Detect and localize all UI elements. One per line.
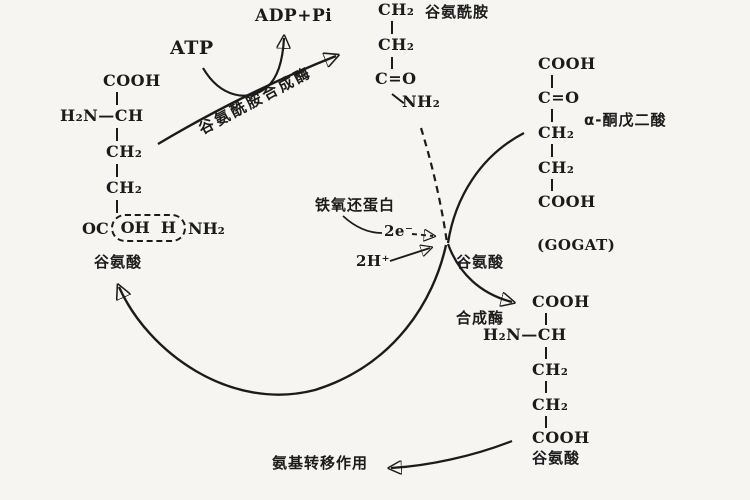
formula-ch2: CH₂ (538, 123, 575, 142)
glutamate-right-structure: COOH H₂N—CH CH₂ CH₂ COOH 谷氨酸 (483, 292, 643, 473)
formula-cooh: COOH (538, 192, 596, 211)
formula-nh2: NH₂ (187, 218, 225, 238)
arrow-protons (389, 248, 430, 262)
ketoglutarate-label: α-酮戊二酸 (584, 111, 667, 129)
formula-h2n-ch: H₂N—CH (60, 106, 144, 125)
bond (116, 164, 118, 177)
atp-label: ATP (170, 37, 214, 59)
bond (551, 144, 553, 157)
bond (116, 128, 118, 141)
formula-cooh: COOH (103, 71, 161, 90)
electrons-label: 2e⁻ (384, 222, 414, 240)
bond (391, 21, 393, 34)
formula-ch2: CH₂ (106, 178, 143, 197)
bond (545, 347, 547, 359)
bond (545, 381, 547, 393)
ferredoxin-label: 铁氧还蛋白 (315, 196, 396, 214)
dashed-oval-oh-h: OH H (110, 214, 186, 242)
bond (391, 57, 393, 69)
bond (116, 200, 118, 213)
formula-ch2: CH₂ (106, 142, 143, 161)
bond (545, 313, 547, 325)
formula-ch2: CH₂ (538, 158, 575, 177)
protons-label: 2H⁺ (356, 252, 391, 270)
ketoglutarate-structure: COOH C=O CH₂ CH₂ COOH α-酮戊二酸 (536, 54, 726, 220)
glutamine-label: 谷氨酰胺 (425, 3, 490, 21)
formula-ch2: CH₂ (378, 0, 415, 19)
glutamine-structure: CH₂ 谷氨酰胺 CH₂ C=O NH₂ (372, 0, 532, 121)
formula-c-double-o: C=O (375, 69, 417, 88)
bond (551, 109, 553, 122)
formula-cooh: COOH (538, 54, 596, 73)
bond (551, 179, 553, 191)
formula-ch2: CH₂ (378, 35, 415, 54)
formula-h2n-ch: H₂N—CH (483, 325, 567, 344)
glutamate-right-label: 谷氨酸 (532, 449, 581, 467)
dashed-arrow-electrons (411, 234, 433, 236)
glutamate-left-structure: COOH H₂N—CH CH₂ CH₂ OC OH H NH₂ 谷氨酸 (60, 71, 250, 282)
formula-ch2: CH₂ (532, 395, 569, 414)
bond (551, 75, 553, 88)
gogat-label: (GOGAT) (537, 236, 616, 254)
transamination-label: 氨基转移作用 (272, 454, 369, 472)
formula-oc: OC (82, 218, 109, 238)
formula-ch2: CH₂ (532, 360, 569, 379)
line-ferredoxin-to-electrons (342, 215, 383, 234)
glutamate-synthase-line2: 合成酶 (456, 308, 505, 327)
bond (545, 416, 547, 428)
adp-pi-label: ADP+Pi (255, 6, 333, 26)
formula-amide-row: OC OH H NH₂ (82, 214, 225, 242)
glutamate-synthase-line1: 谷氨酸 (456, 252, 505, 271)
formula-cooh: COOH (532, 292, 590, 311)
glutamate-synthase-label: 谷氨酸 合成酶 (456, 215, 504, 365)
dashed-curve-glutamine-amide-to-center (419, 127, 449, 244)
formula-c-double-o: C=O (538, 88, 580, 107)
formula-cooh: COOH (532, 428, 590, 447)
glutamate-left-label: 谷氨酸 (94, 253, 143, 271)
formula-nh2: NH₂ (402, 92, 441, 111)
bond (116, 92, 118, 105)
